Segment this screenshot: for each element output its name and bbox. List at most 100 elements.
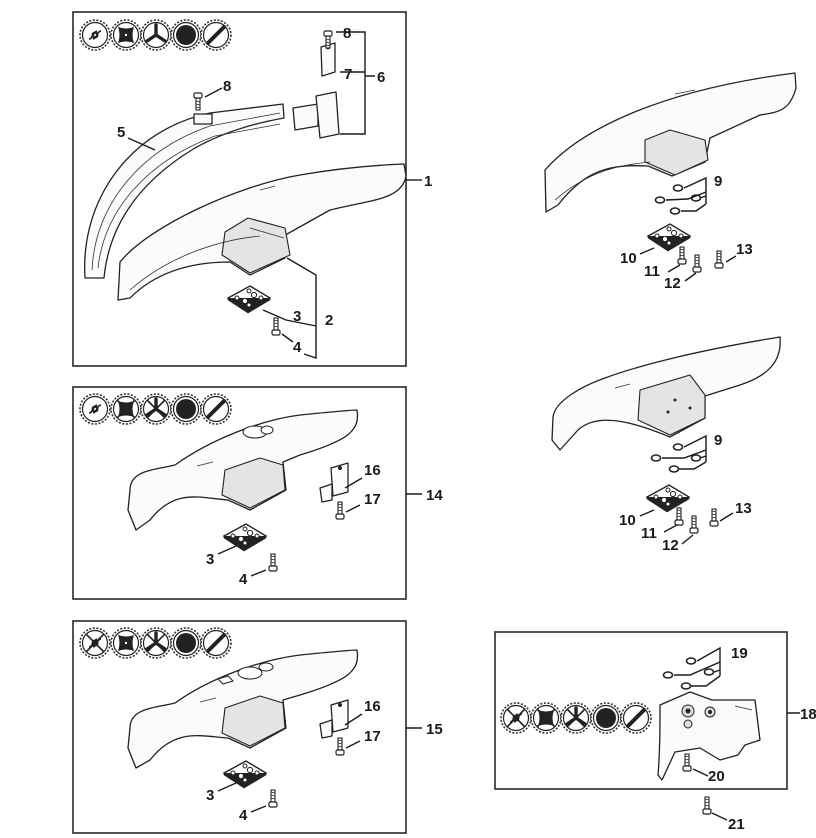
callout-label-17: 17 xyxy=(364,728,381,745)
bracket-16 xyxy=(319,462,349,503)
screw-11 xyxy=(677,246,687,265)
panel-assembly-18: 19 20 18 xyxy=(494,631,816,790)
callout-label-11: 11 xyxy=(641,525,657,542)
washer xyxy=(672,184,684,192)
panel-frame xyxy=(494,631,788,790)
callout-label-3: 3 xyxy=(293,308,301,325)
square-blade-icon xyxy=(111,20,141,50)
callout-label-6: 6 xyxy=(377,69,385,86)
washer xyxy=(680,682,692,690)
guard-body xyxy=(544,72,797,213)
callout-label-19: 19 xyxy=(731,645,748,662)
guard-body xyxy=(551,336,781,451)
crossed-two-blade-cutter-icon xyxy=(201,628,231,658)
plate-screw xyxy=(268,789,278,808)
tool-icons-row xyxy=(80,628,231,658)
leader-line xyxy=(336,31,366,135)
square-blade-icon xyxy=(111,628,141,658)
callout-label-11: 11 xyxy=(644,263,660,280)
callout-label-4: 4 xyxy=(293,339,302,356)
three-tooth-blade-icon xyxy=(141,20,171,50)
callout-label-4: 4 xyxy=(239,807,248,824)
panel-assembly-15: 16 17 15 3 4 xyxy=(72,620,443,834)
leader-line xyxy=(711,812,728,821)
panel-assembly-upper-right: 9 10 11 12 13 xyxy=(544,72,797,292)
callout-label-21: 21 xyxy=(728,816,745,833)
panel-assembly-14: 16 17 14 3 4 xyxy=(72,386,443,600)
crossed-two-blade-cutter-icon xyxy=(201,394,231,424)
leader-line xyxy=(665,176,707,212)
trimmer-head-icon xyxy=(80,394,110,424)
screw-21 xyxy=(702,796,712,815)
crossed-three-tooth-blade-icon xyxy=(141,628,171,658)
callout-label-10: 10 xyxy=(620,250,637,267)
washer xyxy=(669,207,681,215)
callout-label-18: 18 xyxy=(800,706,816,723)
crossed-trimmer-head-icon xyxy=(80,628,110,658)
callout-label-5: 5 xyxy=(117,124,125,141)
panel-assembly-1: 8 7 6 8 5 1 2 3 4 xyxy=(72,11,432,367)
leader-line xyxy=(639,247,737,282)
crossed-three-tooth-blade-icon xyxy=(141,394,171,424)
leader-line xyxy=(262,309,317,327)
leader-line xyxy=(662,434,707,470)
leader-line xyxy=(692,712,800,777)
washer xyxy=(650,454,662,462)
washer xyxy=(662,671,674,679)
bracket-16 xyxy=(319,699,349,739)
screw-12 xyxy=(692,254,702,273)
callout-label-2: 2 xyxy=(325,312,333,329)
leader-line xyxy=(127,137,156,151)
washer xyxy=(685,657,697,665)
screw-11 xyxy=(674,507,684,526)
leader-line xyxy=(674,646,721,687)
callout-label-10: 10 xyxy=(619,512,636,529)
leader-line xyxy=(281,333,294,343)
leader-line xyxy=(286,257,317,359)
circular-saw-blade-icon xyxy=(171,394,201,424)
guard-body xyxy=(117,163,407,301)
crossed-trimmer-head-icon xyxy=(501,703,531,733)
callout-label-16: 16 xyxy=(364,698,381,715)
callout-label-8: 8 xyxy=(343,25,351,42)
callout-label-13: 13 xyxy=(736,241,753,258)
washer xyxy=(672,443,684,451)
leader-line xyxy=(217,477,422,577)
callout-label-13: 13 xyxy=(735,500,752,517)
guard-body xyxy=(127,409,359,531)
callout-label-12: 12 xyxy=(664,275,681,292)
washer xyxy=(654,196,666,204)
leader-line xyxy=(639,509,734,545)
tool-icons-row xyxy=(80,394,231,424)
callout-label-3: 3 xyxy=(206,551,214,568)
leader-line xyxy=(340,71,375,77)
plate-screw xyxy=(271,317,281,336)
panel-frame xyxy=(72,11,407,367)
deflector-skirt xyxy=(84,103,285,279)
callout-label-14: 14 xyxy=(426,487,443,504)
screw-13 xyxy=(714,250,724,269)
plate-screw xyxy=(268,553,278,572)
gear-housing xyxy=(657,691,761,781)
crossed-two-blade-cutter-icon xyxy=(621,703,651,733)
crossed-square-blade-icon xyxy=(111,394,141,424)
washer xyxy=(690,454,702,462)
tool-icons-row xyxy=(80,20,231,50)
screw-12 xyxy=(689,515,699,534)
circular-saw-blade-icon xyxy=(591,703,621,733)
crossed-square-blade-icon xyxy=(531,703,561,733)
callout-label-9: 9 xyxy=(714,173,722,190)
callout-label-4: 4 xyxy=(239,571,248,588)
leader-line xyxy=(217,713,422,813)
mounting-plate xyxy=(646,484,690,513)
circular-saw-blade-icon xyxy=(171,628,201,658)
trimmer-head-icon xyxy=(80,20,110,50)
callout-label-3: 3 xyxy=(206,787,214,804)
bracket-screw xyxy=(335,737,345,756)
panel-frame xyxy=(72,386,407,600)
panel-assembly-middle-right: 9 10 11 12 13 xyxy=(551,336,781,554)
callout-label-8: 8 xyxy=(223,78,231,95)
panel-frame xyxy=(72,620,407,834)
callout-label-1: 1 xyxy=(424,173,432,190)
